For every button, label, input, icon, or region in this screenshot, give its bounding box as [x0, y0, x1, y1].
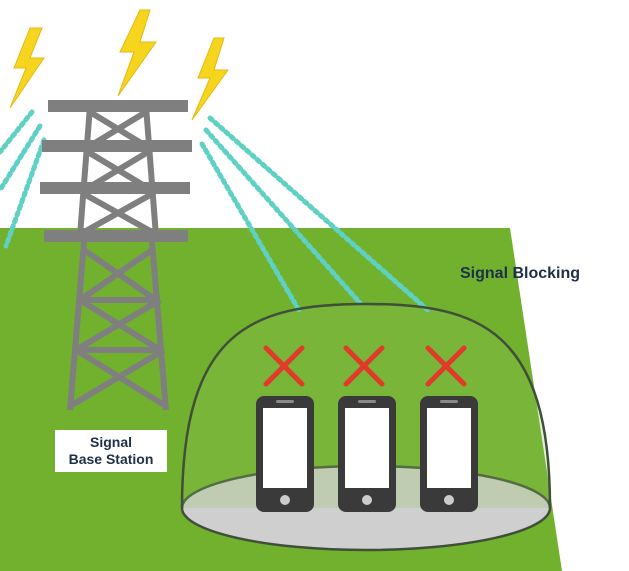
smartphone-icon: [256, 396, 314, 512]
signal-wave-left-1: [0, 109, 35, 155]
signal-wave-left-2: [0, 123, 43, 193]
cross-mark-icon: [343, 345, 385, 387]
signal-wave-right-1: [207, 115, 433, 315]
cross-mark-icon: [425, 345, 467, 387]
lightning-bolt-icon: [117, 9, 157, 97]
transmission-tower-icon: [40, 100, 192, 411]
cross-mark-icon: [263, 345, 305, 387]
signal-wave-right-2: [203, 127, 363, 306]
smartphone-icon: [420, 396, 478, 512]
smartphone-icon: [338, 396, 396, 512]
lightning-bolt-icon: [9, 27, 45, 109]
lightning-bolt-icon: [191, 37, 229, 121]
signal-wave-right-3: [199, 141, 303, 315]
base-station-label-line1: Signal: [89, 434, 132, 450]
signal-blocking-label: Signal Blocking: [460, 265, 581, 282]
base-station-label-line2: Base Station: [68, 451, 154, 467]
base-station-label: Signal Base Station: [55, 430, 167, 472]
signal-wave-left-3: [3, 137, 47, 249]
signal-waves: [0, 109, 433, 315]
